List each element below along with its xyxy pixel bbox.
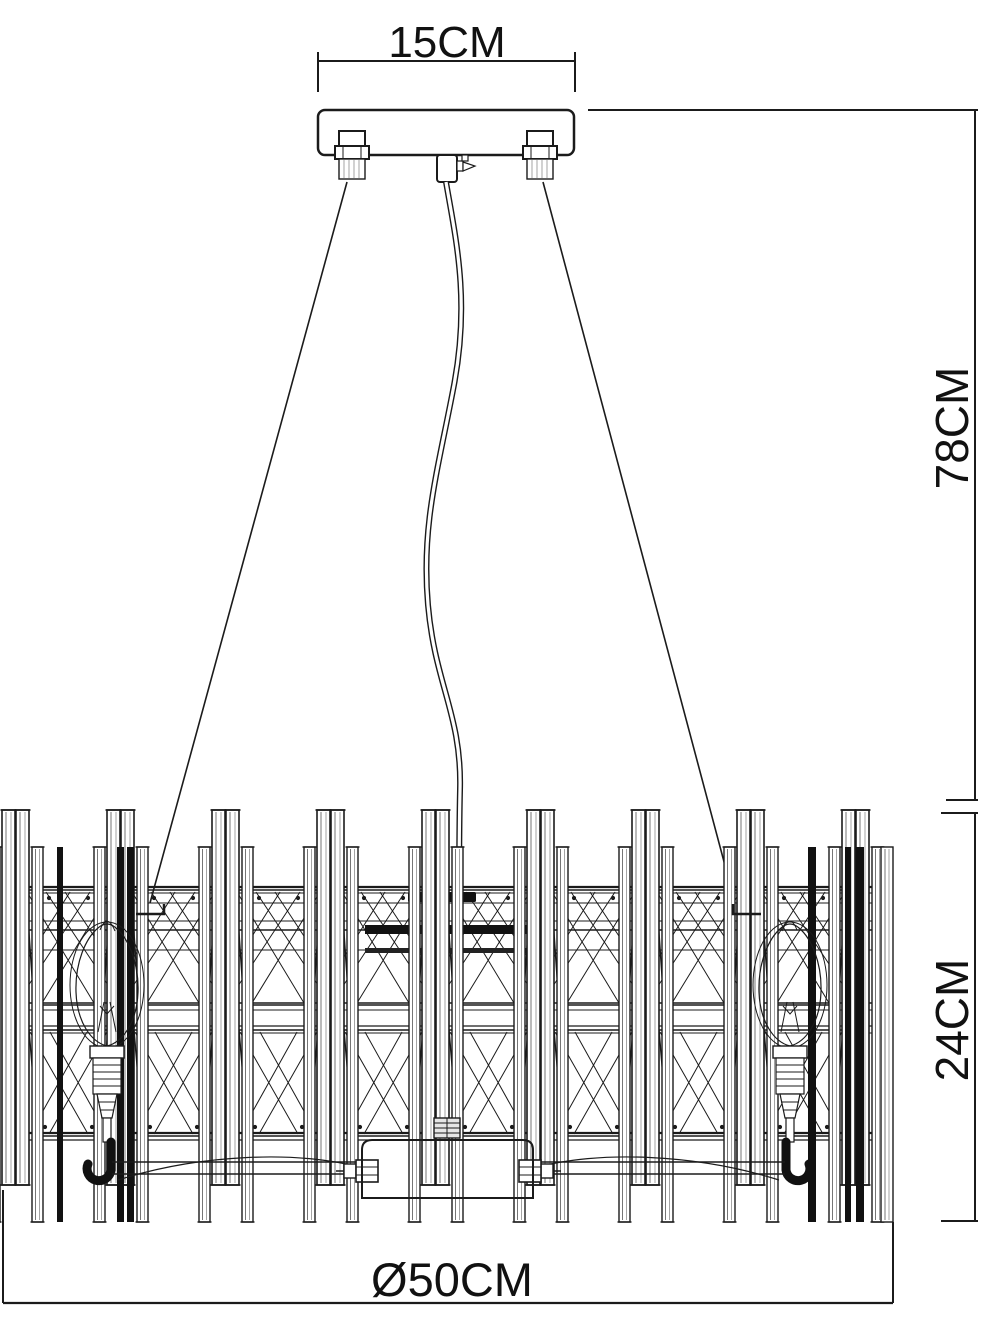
body-height-label: 24CM bbox=[926, 959, 978, 1082]
power-cord bbox=[423, 181, 465, 931]
suspension-wire-right bbox=[542, 181, 736, 904]
body-diameter-label: Ø50CM bbox=[371, 1253, 533, 1306]
ceiling-canopy bbox=[316, 108, 576, 183]
cord-outlet bbox=[436, 154, 458, 183]
rod-cluster bbox=[0, 810, 45, 1222]
lamp-body bbox=[0, 181, 894, 1223]
edge-rod bbox=[880, 846, 894, 1223]
glass-rods bbox=[0, 810, 894, 1223]
terminal-block bbox=[433, 1117, 461, 1139]
rod-cluster bbox=[408, 810, 465, 1222]
dimension-drop-height: 78CM bbox=[588, 109, 978, 801]
dimension-body-diameter: Ø50CM bbox=[2, 1190, 894, 1306]
cable-gripper-right bbox=[522, 130, 558, 180]
cable-gripper-left bbox=[334, 130, 370, 180]
rod-cluster bbox=[303, 810, 360, 1222]
suspension-wire-left bbox=[149, 181, 348, 904]
drop-height-label: 78CM bbox=[926, 367, 978, 490]
rod-cluster bbox=[618, 810, 675, 1222]
dimension-body-height: 24CM bbox=[926, 812, 978, 1222]
rod-cluster bbox=[198, 810, 255, 1222]
center-box bbox=[361, 1139, 534, 1199]
canopy-width-label: 15CM bbox=[388, 18, 505, 67]
dimension-canopy-width: 15CM bbox=[317, 18, 576, 92]
rod-cluster bbox=[723, 810, 780, 1222]
wing-screw bbox=[456, 154, 477, 172]
